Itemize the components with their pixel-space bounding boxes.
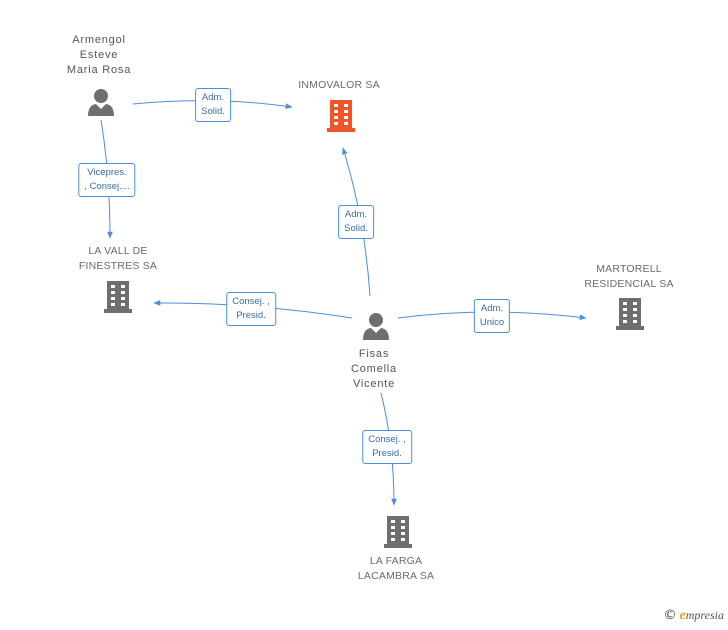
relation-fisas-inmovalor[interactable]: Adm. Solid. bbox=[338, 205, 374, 239]
person-icon[interactable] bbox=[88, 89, 114, 116]
footer-brand: © empresia bbox=[664, 608, 724, 624]
brand-logo-text: mpresia bbox=[685, 608, 724, 622]
company-label-lavall[interactable]: LA VALL DE FINESTRES SA bbox=[78, 245, 158, 272]
building-icon[interactable] bbox=[104, 281, 132, 313]
person-label-armengol[interactable]: Armengol Esteve Maria Rosa bbox=[66, 34, 132, 76]
brand-logo-initial: e bbox=[679, 608, 686, 623]
relation-armengol-inmovalor[interactable]: Adm. Solid. bbox=[195, 88, 231, 122]
relation-armengol-lavall[interactable]: Vicepres. , Consej.... bbox=[78, 163, 136, 197]
company-label-lafarga[interactable]: LA FARGA LACAMBRA SA bbox=[357, 555, 435, 582]
relation-fisas-martorell[interactable]: Adm. Unico bbox=[473, 299, 511, 333]
building-icon[interactable] bbox=[327, 100, 355, 132]
relation-fisas-lafarga[interactable]: Consej. , Presid. bbox=[362, 430, 412, 464]
building-icon[interactable] bbox=[384, 516, 412, 548]
person-icon[interactable] bbox=[363, 313, 389, 340]
person-label-fisas[interactable]: Fisas Comella Vicente bbox=[351, 348, 397, 390]
company-label-inmovalor[interactable]: INMOVALOR SA bbox=[298, 79, 380, 91]
relation-fisas-lavall[interactable]: Consej. , Presid. bbox=[226, 292, 276, 326]
copyright-icon: © bbox=[663, 608, 677, 623]
building-icon[interactable] bbox=[616, 298, 644, 330]
company-label-martorell[interactable]: MARTORELL RESIDENCIAL SA bbox=[584, 263, 674, 290]
